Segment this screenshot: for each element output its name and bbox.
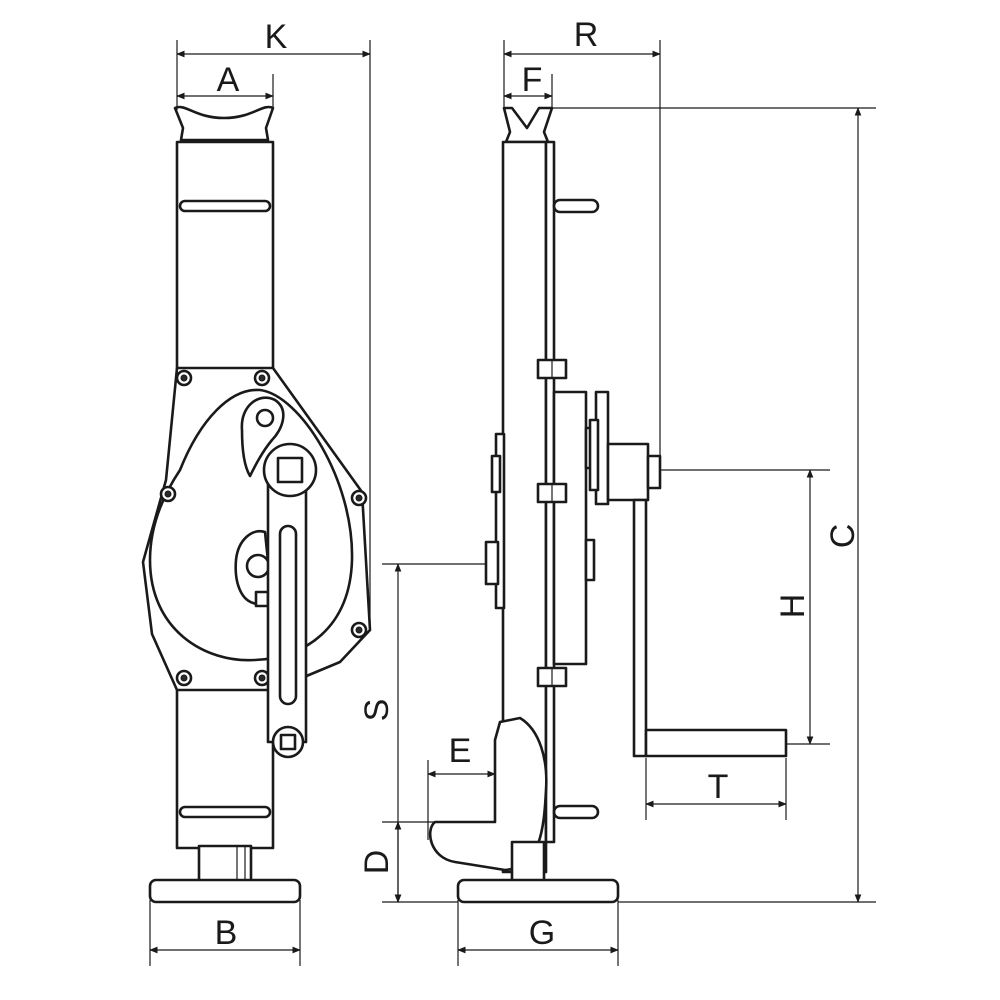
side-drive-nut — [646, 454, 662, 490]
label-s: S — [358, 699, 396, 722]
front-rack-lower — [175, 686, 275, 850]
label-a: A — [217, 61, 240, 99]
side-crank-grip — [644, 728, 788, 758]
side-view — [428, 106, 788, 904]
side-upper-pin — [552, 198, 600, 214]
side-post — [510, 840, 546, 884]
label-f: F — [522, 61, 543, 99]
front-rack-upper — [175, 140, 275, 372]
front-upper-slot — [178, 199, 272, 213]
side-drive-collar — [588, 418, 600, 492]
dimension-labels: K A B R F G E T C H S D — [215, 16, 862, 952]
label-r: R — [574, 16, 599, 54]
front-base-foot — [148, 878, 302, 904]
front-saddle-head — [173, 105, 275, 142]
side-saddle-head — [502, 106, 554, 144]
label-h: H — [774, 594, 812, 619]
side-lower-pin — [552, 804, 600, 820]
front-housing-bolts — [159, 369, 368, 687]
side-drive-hub — [606, 442, 650, 502]
front-post — [197, 844, 253, 884]
front-pawl-pin — [255, 408, 275, 428]
side-base-foot — [456, 878, 620, 904]
label-b: B — [215, 914, 238, 952]
side-crank-arm — [632, 498, 648, 758]
label-k: K — [265, 18, 288, 56]
label-c: C — [824, 524, 862, 549]
side-housing — [552, 390, 588, 666]
front-view — [141, 105, 372, 904]
front-square-drive — [276, 456, 304, 484]
label-t: T — [708, 768, 729, 806]
side-housing-bolts — [484, 358, 596, 688]
label-d: D — [358, 850, 396, 875]
label-e: E — [449, 732, 472, 770]
front-gear-cover — [148, 388, 354, 662]
side-housing-front — [494, 432, 506, 610]
label-g: G — [529, 914, 555, 952]
front-crank-slot — [278, 524, 298, 706]
front-lower-slot — [178, 805, 272, 819]
dimension-lines — [149, 40, 876, 966]
